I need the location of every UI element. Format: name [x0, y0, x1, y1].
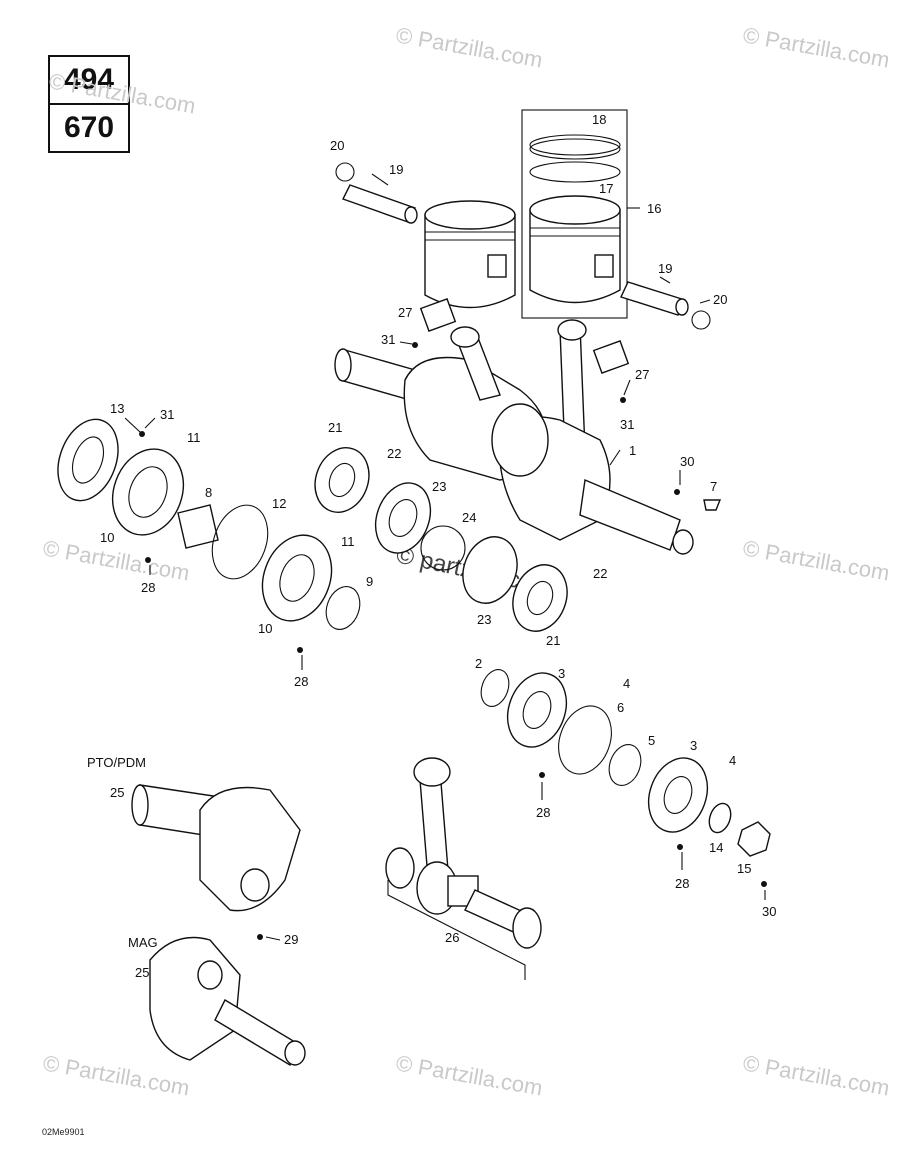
piston-rings [529, 134, 621, 183]
callouts: 1 2 3 3 4 4 5 6 7 8 9 10 10 11 11 12 13 … [87, 112, 776, 980]
circlip-left [335, 162, 355, 182]
washer-14 [708, 802, 732, 834]
piston-kit-frame [521, 109, 628, 319]
callout-23a: 23 [432, 479, 446, 494]
callout-11a: 11 [187, 430, 201, 445]
connecting-rod-26 [385, 757, 542, 949]
callout-28a: 28 [141, 580, 155, 595]
shim-2 [480, 669, 510, 707]
crank-half-mag [149, 936, 306, 1066]
callout-31a: 31 [160, 407, 174, 422]
callout-22a: 22 [387, 446, 401, 461]
bracket-26 [387, 880, 526, 980]
callout-28c: 28 [536, 805, 550, 820]
leader-lines [124, 173, 766, 941]
piston-left [424, 200, 516, 309]
callout-29: 29 [284, 932, 298, 947]
callout-27a: 27 [398, 305, 412, 320]
callout-10b: 10 [258, 621, 272, 636]
label-pto: PTO/PDM [87, 755, 146, 770]
callout-26: 26 [445, 930, 459, 945]
callout-30a: 30 [680, 454, 694, 469]
callout-7: 7 [710, 479, 717, 494]
callout-21a: 21 [328, 420, 342, 435]
ball-bearing-10-lower [261, 534, 333, 622]
woodruff-key [703, 499, 722, 511]
lubricant-drops [139, 342, 767, 940]
callout-28d: 28 [675, 876, 689, 891]
gear-24 [420, 525, 466, 571]
ring-23-lower [462, 536, 518, 604]
callout-15: 15 [737, 861, 751, 876]
callout-19b: 19 [658, 261, 672, 276]
callout-31c: 31 [620, 417, 634, 432]
watermark-mid-left: © Partzilla.com [41, 535, 191, 585]
circlip-right [691, 310, 711, 330]
callout-5: 5 [648, 733, 655, 748]
ring-23-upper [374, 482, 432, 554]
callout-3a: 3 [558, 666, 565, 681]
watermark-bottom-right: © Partzilla.com [741, 1050, 891, 1100]
watermark-bottom-left: © Partzilla.com [41, 1050, 191, 1100]
shim-5 [608, 744, 642, 786]
callout-25b: 25 [135, 965, 149, 980]
crankshaft [334, 319, 694, 555]
callout-20b: 20 [713, 292, 727, 307]
callout-21b: 21 [546, 633, 560, 648]
engine-code-670: 670 [48, 103, 130, 153]
callout-18: 18 [592, 112, 606, 127]
callout-8: 8 [205, 485, 212, 500]
callout-27b: 27 [635, 367, 649, 382]
watermark-top-right: © Partzilla.com [741, 22, 891, 72]
diagram-code: 02Me9901 [42, 1127, 85, 1137]
ball-bearing-3-lower [647, 757, 709, 833]
piston-pin-left [342, 184, 418, 224]
callout-13: 13 [110, 401, 124, 416]
ball-bearing-21-upper [314, 447, 370, 513]
oil-seal-13 [57, 418, 119, 502]
callout-30b: 30 [762, 904, 776, 919]
callout-2: 2 [475, 656, 482, 671]
callout-4b: 4 [729, 753, 736, 768]
callout-24: 24 [462, 510, 476, 525]
callout-16: 16 [647, 201, 661, 216]
needle-bearing-left [419, 298, 457, 332]
piston-pin-right [620, 281, 689, 316]
callout-6: 6 [617, 700, 624, 715]
callout-20a: 20 [330, 138, 344, 153]
watermark-bottom-center: © Partzilla.com [394, 1050, 544, 1100]
callout-14: 14 [709, 840, 723, 855]
callout-10a: 10 [100, 530, 114, 545]
o-ring-12 [211, 504, 269, 580]
callout-22b: 22 [593, 566, 607, 581]
callout-23b: 23 [477, 612, 491, 627]
nut-15 [737, 821, 771, 857]
callout-4a: 4 [623, 676, 630, 691]
callout-25a: 25 [110, 785, 124, 800]
ball-bearing-21-lower [512, 564, 568, 632]
watermark-top-left: © Partzilla.com [47, 68, 197, 118]
shim-9 [325, 586, 361, 630]
sleeve-8 [177, 504, 219, 549]
o-ring-6 [558, 705, 612, 775]
piston-right [529, 195, 621, 304]
callout-3b: 3 [690, 738, 697, 753]
watermark-mid-right: © Partzilla.com [741, 535, 891, 585]
watermark-top-center: © Partzilla.com [394, 22, 544, 72]
label-mag: MAG [128, 935, 158, 950]
callout-9: 9 [366, 574, 373, 589]
ball-bearing-3-upper [506, 672, 568, 748]
crank-half-pto [131, 784, 301, 912]
ball-bearing-10-upper [111, 448, 185, 536]
callout-17: 17 [599, 181, 613, 196]
callout-19a: 19 [389, 162, 403, 177]
callout-28b: 28 [294, 674, 308, 689]
callout-31b: 31 [381, 332, 395, 347]
callout-11b: 11 [341, 534, 355, 549]
callout-1: 1 [629, 443, 636, 458]
needle-bearing-right [592, 340, 630, 374]
callout-12: 12 [272, 496, 286, 511]
